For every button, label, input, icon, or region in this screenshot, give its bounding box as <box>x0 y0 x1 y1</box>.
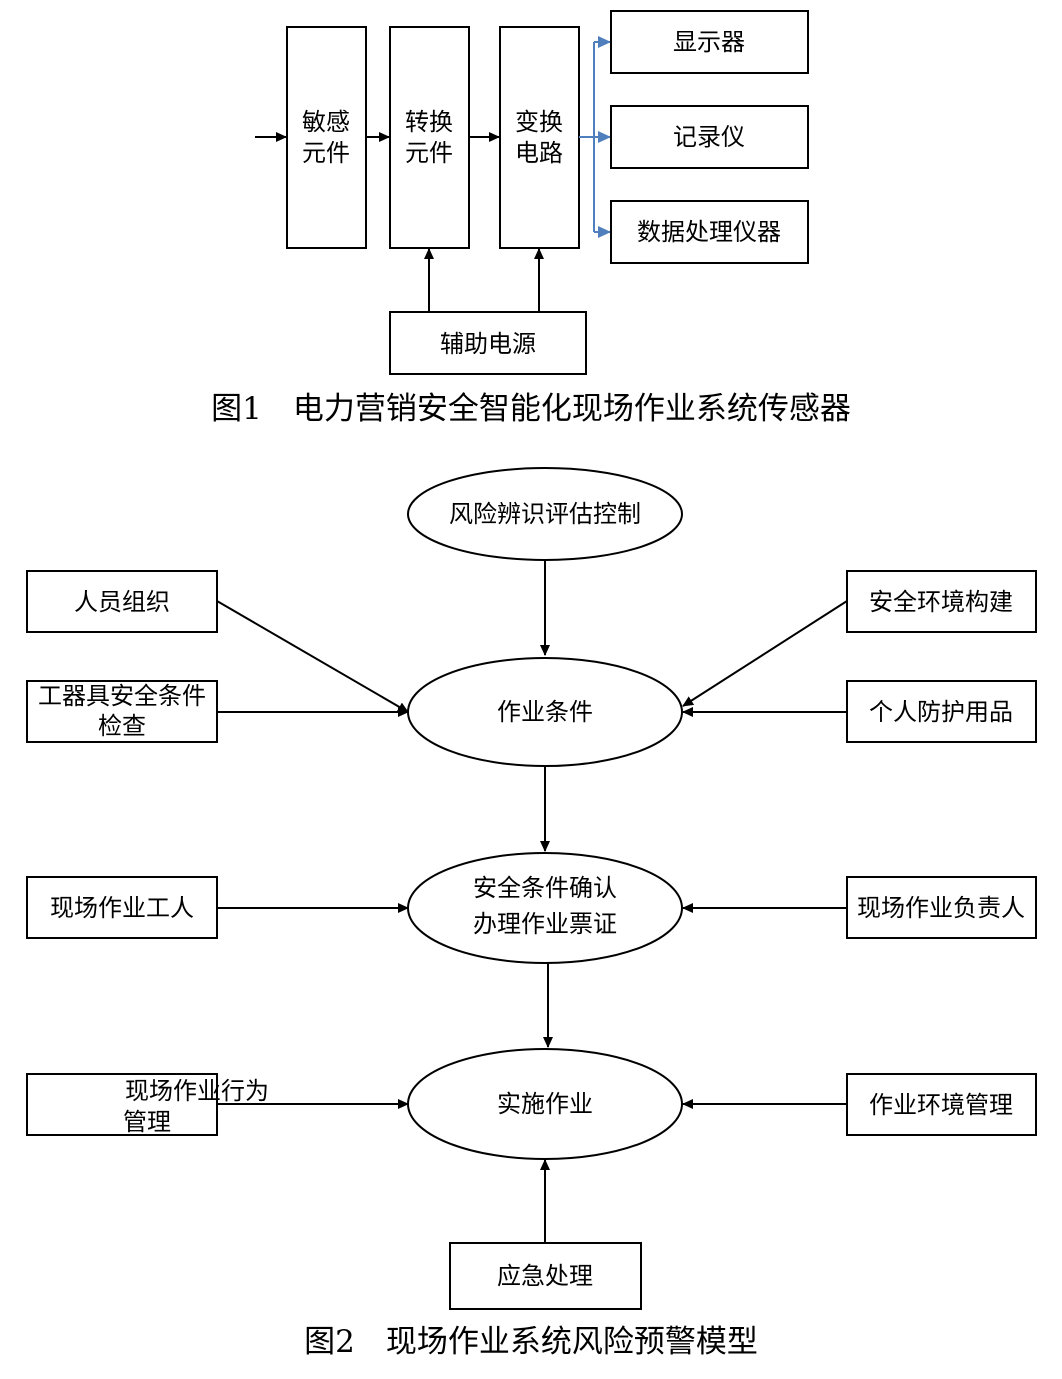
display-label: 显示器 <box>673 28 745 56</box>
conversion-element-label-2: 元件 <box>405 139 453 167</box>
tools-check-box: 工器具安全条件 检查 <box>26 680 218 743</box>
safety-confirm-label-1: 安全条件确认 <box>473 874 617 902</box>
ppe-box: 个人防护用品 <box>846 680 1037 743</box>
conversion-circuit-label-1: 变换 <box>515 108 563 136</box>
conversion-circuit-box: 变换 电路 <box>499 26 580 249</box>
sensing-element-label-2: 元件 <box>302 139 350 167</box>
safety-confirm-node: 安全条件确认 办理作业票证 <box>407 852 683 964</box>
site-leader-label: 现场作业负责人 <box>857 894 1025 922</box>
safe-environment-box: 安全环境构建 <box>846 570 1037 633</box>
aux-power-box: 辅助电源 <box>389 311 587 375</box>
figure-2-risk-model: 风险辨识评估控制 人员组织 安全环境构建 工器具安全条件 检查 个人防护用品 作… <box>26 467 1037 1360</box>
risk-assessment-label: 风险辨识评估控制 <box>449 500 641 528</box>
implementation-node: 实施作业 <box>407 1048 683 1160</box>
arrow-safe-env-to-conditions <box>682 600 848 707</box>
tools-check-label-2: 检查 <box>98 712 146 740</box>
personnel-box: 人员组织 <box>26 570 218 633</box>
personnel-label: 人员组织 <box>74 588 170 616</box>
output-connectors <box>579 36 611 238</box>
env-mgmt-label: 作业环境管理 <box>869 1091 1013 1119</box>
env-mgmt-box: 作业环境管理 <box>846 1073 1037 1136</box>
figure-2-caption: 图2 现场作业系统风险预警模型 <box>304 1324 758 1360</box>
safety-confirm-label-2: 办理作业票证 <box>473 910 617 938</box>
aux-power-label: 辅助电源 <box>440 330 536 358</box>
conversion-element-label-1: 转换 <box>405 108 453 136</box>
behavior-mgmt-label-2: 管理 <box>123 1108 171 1136</box>
work-conditions-label: 作业条件 <box>497 698 593 726</box>
figure-1-caption: 图1 电力营销安全智能化现场作业系统传感器 <box>211 391 851 427</box>
sensing-element-label-1: 敏感 <box>302 108 350 136</box>
workers-box: 现场作业工人 <box>26 876 218 939</box>
display-box: 显示器 <box>610 10 809 74</box>
site-leader-box: 现场作业负责人 <box>846 876 1037 939</box>
sensing-element-box: 敏感 元件 <box>286 26 367 249</box>
tools-check-label-1: 工器具安全条件 <box>38 682 206 710</box>
conversion-element-box: 转换 元件 <box>389 26 470 249</box>
behavior-mgmt-box: 现场作业行为 管理 <box>26 1073 269 1136</box>
workers-label: 现场作业工人 <box>50 894 194 922</box>
figure-1-sensor: 敏感 元件 转换 元件 变换 电路 显示器 记录 <box>211 10 851 427</box>
behavior-mgmt-label-1: 现场作业行为 <box>125 1077 269 1105</box>
safe-environment-label: 安全环境构建 <box>869 588 1013 616</box>
ppe-label: 个人防护用品 <box>869 698 1013 726</box>
arrow-personnel-to-conditions <box>216 600 409 713</box>
work-conditions-node: 作业条件 <box>407 657 683 767</box>
emergency-box: 应急处理 <box>449 1242 642 1310</box>
implementation-label: 实施作业 <box>497 1090 593 1118</box>
risk-assessment-node: 风险辨识评估控制 <box>407 467 683 561</box>
conversion-circuit-label-2: 电路 <box>515 139 563 167</box>
data-processor-box: 数据处理仪器 <box>610 200 809 264</box>
recorder-label: 记录仪 <box>673 123 745 151</box>
data-processor-label: 数据处理仪器 <box>637 218 781 246</box>
emergency-label: 应急处理 <box>497 1262 593 1290</box>
recorder-box: 记录仪 <box>610 105 809 169</box>
